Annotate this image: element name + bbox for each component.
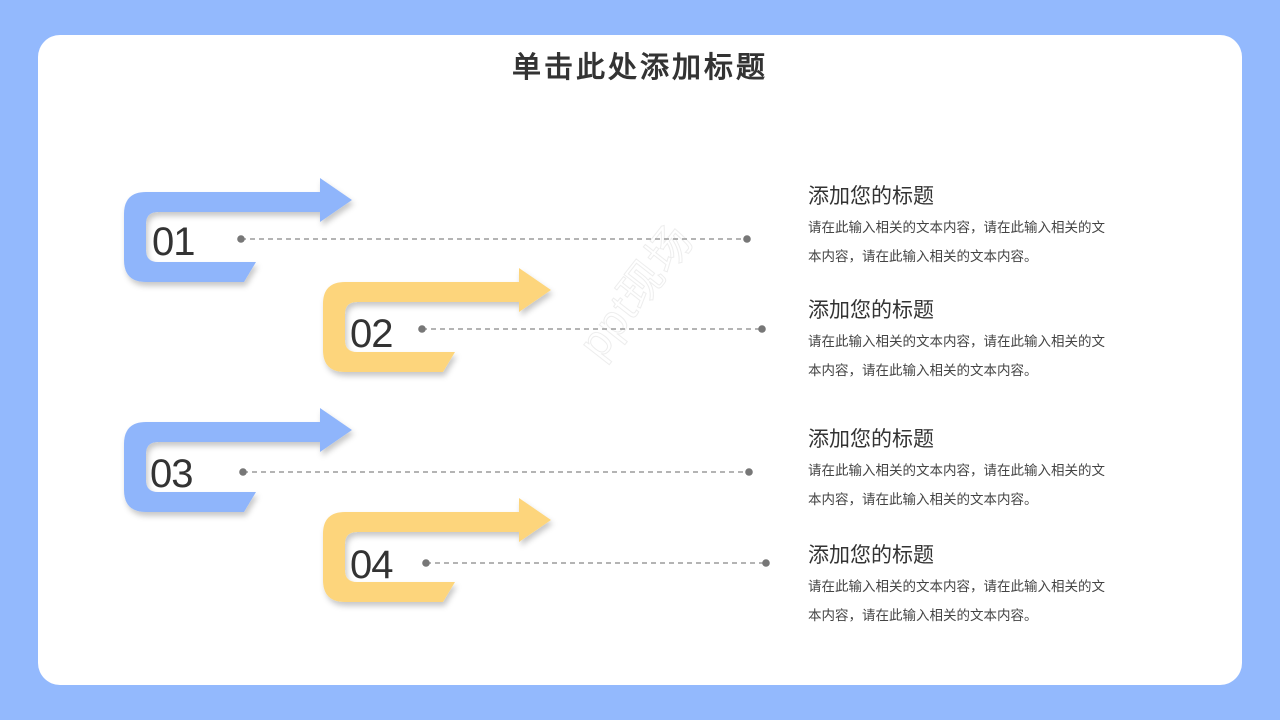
step-number-03: 03: [150, 452, 193, 496]
item-heading[interactable]: 添加您的标题: [808, 543, 934, 567]
text-block-01: 添加您的标题 请在此输入相关的文本内容，请在此输入相关的文 本内容，请在此输入相…: [808, 182, 1168, 272]
item-body-line-2[interactable]: 本内容，请在此输入相关的文本内容。: [808, 492, 1038, 508]
item-body-line-1[interactable]: 请在此输入相关的文本内容，请在此输入相关的文: [808, 220, 1105, 236]
item-heading[interactable]: 添加您的标题: [808, 298, 934, 322]
item-body-line-2[interactable]: 本内容，请在此输入相关的文本内容。: [808, 608, 1038, 624]
text-block-02: 添加您的标题 请在此输入相关的文本内容，请在此输入相关的文 本内容，请在此输入相…: [808, 296, 1168, 386]
item-body-line-1[interactable]: 请在此输入相关的文本内容，请在此输入相关的文: [808, 334, 1105, 350]
slide-card: [38, 35, 1242, 685]
item-body-line-1[interactable]: 请在此输入相关的文本内容，请在此输入相关的文: [808, 463, 1105, 479]
item-body-line-1[interactable]: 请在此输入相关的文本内容，请在此输入相关的文: [808, 579, 1105, 595]
item-body-line-2[interactable]: 本内容，请在此输入相关的文本内容。: [808, 249, 1038, 265]
item-heading[interactable]: 添加您的标题: [808, 184, 934, 208]
step-number-02: 02: [350, 312, 393, 356]
text-block-03: 添加您的标题 请在此输入相关的文本内容，请在此输入相关的文 本内容，请在此输入相…: [808, 425, 1168, 515]
step-number-01: 01: [152, 220, 195, 264]
item-body-line-2[interactable]: 本内容，请在此输入相关的文本内容。: [808, 363, 1038, 379]
item-heading[interactable]: 添加您的标题: [808, 427, 934, 451]
page-title[interactable]: 单击此处添加标题: [511, 50, 768, 84]
step-number-04: 04: [350, 543, 393, 587]
text-block-04: 添加您的标题 请在此输入相关的文本内容，请在此输入相关的文 本内容，请在此输入相…: [808, 541, 1168, 631]
